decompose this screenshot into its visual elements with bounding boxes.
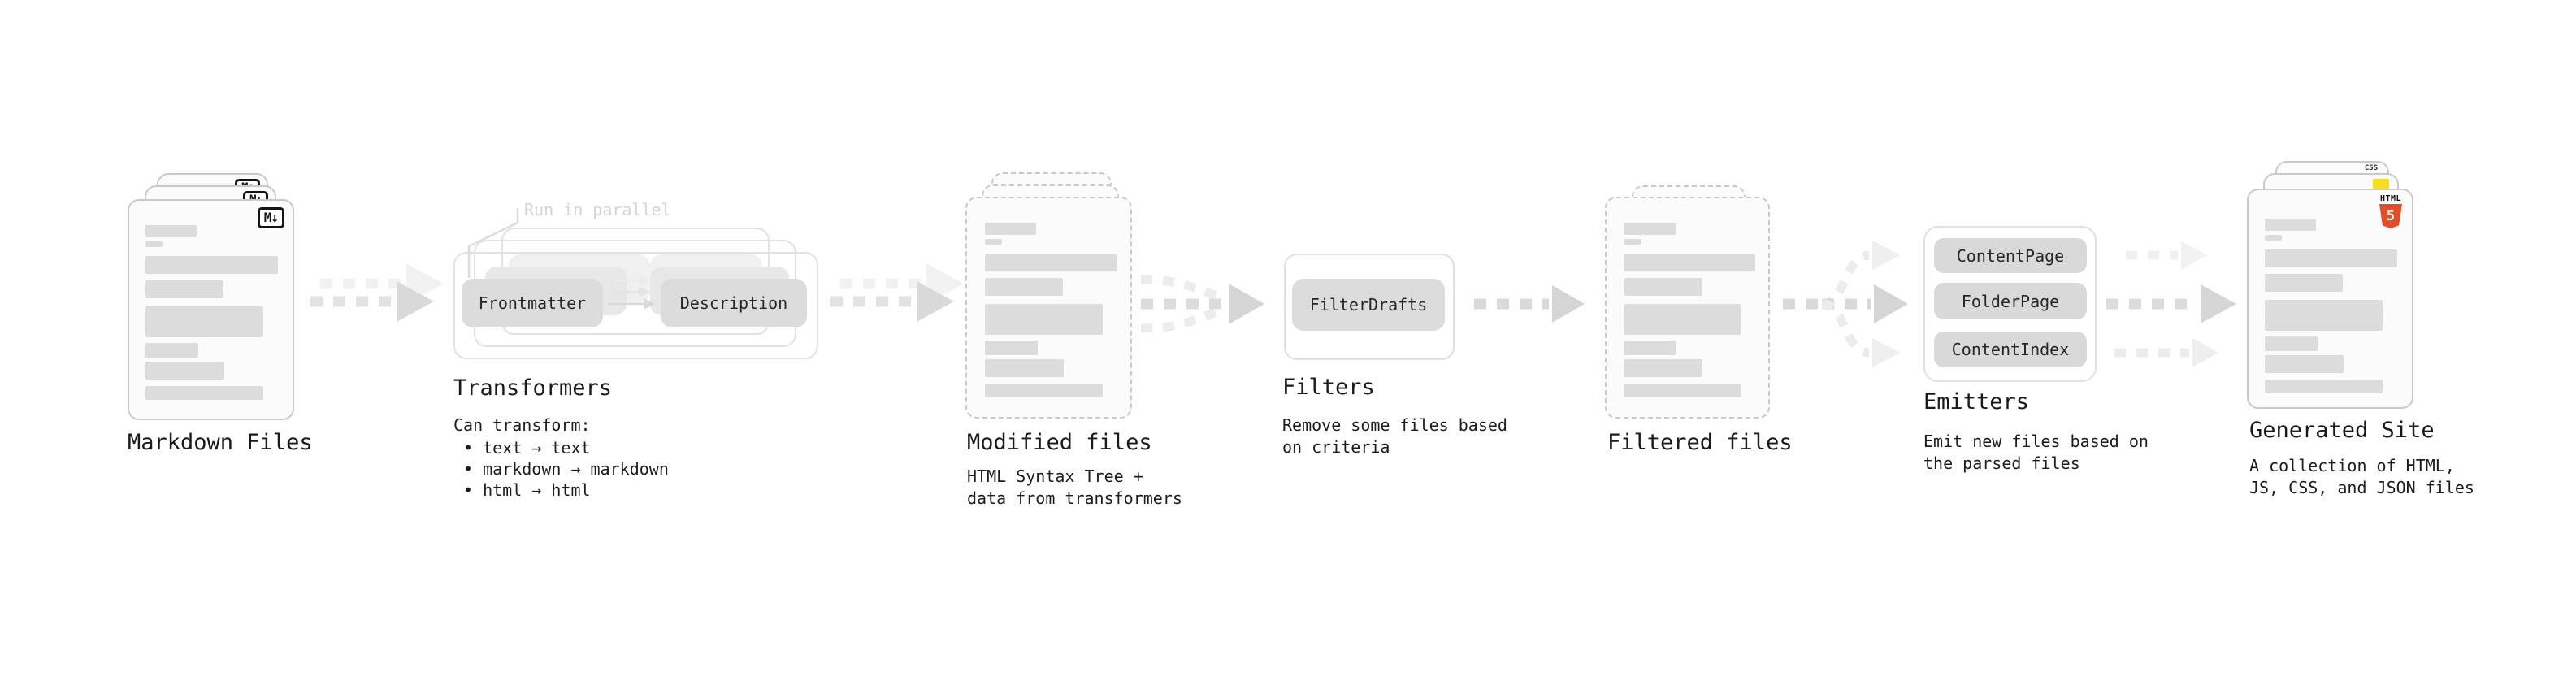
modified-files-subtitle-1: HTML Syntax Tree + (967, 466, 1143, 486)
contentindex-pill: ContentIndex (1934, 332, 2087, 367)
filters-title: Filters (1282, 375, 1375, 400)
transformers-bullet-1: • text → text (463, 438, 591, 458)
description-pill: Description (661, 279, 807, 327)
markdown-file-card-front: M↓ (128, 199, 294, 420)
modified-files-title: Modified files (967, 430, 1152, 455)
folderpage-pill: FolderPage (1934, 283, 2087, 319)
filtered-file-card-front (1605, 197, 1770, 419)
arrow-emitters-to-generated-mid (2106, 284, 2236, 323)
filterdrafts-pill: FilterDrafts (1292, 279, 1445, 331)
pill-arrow-mid (613, 286, 650, 297)
arrow-modified-to-filters (1140, 275, 1264, 333)
transformer-frame-front (453, 252, 818, 359)
arrow-filtered-to-emitters (1783, 241, 1908, 367)
arrow-emitters-to-generated-top (2126, 241, 2207, 270)
filters-subtitle-1: Remove some files based (1282, 415, 1507, 435)
arrow-transformers-to-modified (830, 281, 954, 322)
transformers-desc-heading: Can transform: (453, 415, 591, 435)
generated-site-subtitle-1: A collection of HTML, (2249, 456, 2455, 475)
emitters-subtitle-2: the parsed files (1923, 453, 2080, 473)
arrow-emitters-to-generated-bottom (2114, 338, 2218, 367)
generated-file-card-front: HTML 5 (2247, 189, 2413, 409)
run-in-parallel-annotation: Run in parallel (524, 200, 671, 219)
generated-site-subtitle-2: JS, CSS, and JSON files (2249, 478, 2474, 497)
modified-file-card-front (965, 197, 1132, 419)
filters-subtitle-2: on criteria (1282, 437, 1390, 457)
transformers-title: Transformers (453, 375, 613, 401)
modified-files-subtitle-2: data from transformers (967, 488, 1182, 508)
transformers-bullet-2: • markdown → markdown (463, 459, 669, 479)
filtered-files-title: Filtered files (1607, 430, 1793, 455)
javascript-icon (2373, 179, 2389, 190)
markdown-files-title: Markdown Files (128, 430, 313, 455)
html5-icon: HTML 5 (2379, 194, 2403, 228)
generated-site-title: Generated Site (2249, 418, 2435, 443)
markdown-icon: M↓ (257, 207, 284, 228)
annotation-leader-line (467, 208, 519, 278)
pill-arrow-front (608, 298, 655, 310)
pill-arrow-back (613, 275, 650, 286)
emitters-title: Emitters (1923, 389, 2030, 414)
arrow-markdown-to-transformers (310, 281, 434, 322)
frontmatter-pill: Frontmatter (462, 279, 603, 327)
arrow-filters-to-filtered (1474, 285, 1585, 323)
transformers-bullet-3: • html → html (463, 480, 591, 500)
emitters-subtitle-1: Emit new files based on (1923, 432, 2149, 451)
contentpage-pill: ContentPage (1934, 238, 2087, 273)
